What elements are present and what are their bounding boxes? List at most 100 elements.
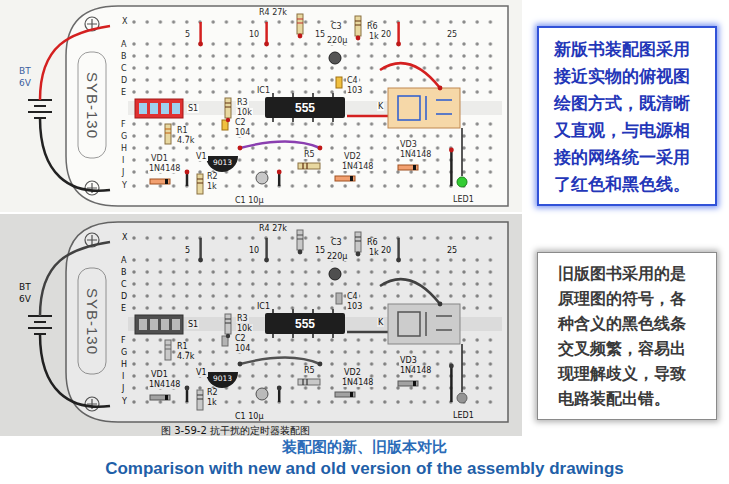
component-label: VD2 bbox=[343, 152, 362, 161]
component-label: VD3 bbox=[399, 140, 418, 149]
component-label: D bbox=[120, 76, 128, 85]
component-label: 5 bbox=[184, 246, 191, 255]
component-label: S1 bbox=[187, 104, 199, 113]
component-label: C bbox=[120, 280, 128, 289]
breadboard-panel: SYB-130 555 bbox=[66, 6, 508, 206]
component-label: 6V bbox=[18, 78, 32, 88]
component-label: X bbox=[121, 17, 128, 26]
chip-name: 555 bbox=[295, 101, 315, 115]
board-model: SYB-130 bbox=[84, 71, 101, 138]
component-label: 104 bbox=[234, 128, 251, 137]
component-label: 1k bbox=[206, 398, 218, 407]
component-label: IC1 bbox=[256, 86, 271, 95]
component-label: F bbox=[120, 120, 127, 129]
component-label: I bbox=[121, 156, 125, 165]
component-label: 1N4148 bbox=[148, 380, 181, 389]
component-label: F bbox=[120, 336, 127, 345]
component-label: I bbox=[121, 372, 125, 381]
component-label: D bbox=[120, 292, 128, 301]
component-label: R4 27k bbox=[258, 8, 288, 17]
component-label: R5 bbox=[303, 366, 316, 375]
figure-caption: 装配图的新、旧版本对比 bbox=[0, 438, 729, 457]
component-label: 1N4148 bbox=[341, 162, 374, 171]
ic-chip: 555 bbox=[265, 313, 345, 334]
component-label: B bbox=[120, 268, 128, 277]
component-label: R6 bbox=[366, 238, 379, 247]
component-label: R2 bbox=[206, 172, 219, 181]
component-label: R4 27k bbox=[258, 224, 288, 233]
component-label: R2 bbox=[206, 388, 219, 397]
component-label: 220μ bbox=[326, 252, 348, 261]
component-label: C2 bbox=[234, 118, 247, 127]
component-label: 10k bbox=[236, 324, 253, 333]
component-label: G bbox=[120, 348, 128, 357]
component-label: R6 bbox=[366, 22, 379, 31]
component-label: C bbox=[120, 64, 128, 73]
component-label: J bbox=[121, 384, 125, 393]
component-label: C4 bbox=[346, 76, 359, 85]
component-label: C1 10μ bbox=[234, 196, 265, 205]
component-label: VD2 bbox=[343, 368, 362, 377]
component-label: V1 bbox=[195, 368, 208, 377]
component-label: 1N4148 bbox=[341, 378, 374, 387]
component-label: C3 bbox=[330, 22, 343, 31]
component-label: 104 bbox=[234, 344, 251, 353]
component-label: 25 bbox=[446, 246, 458, 255]
component-label: C3 bbox=[330, 238, 343, 247]
component-label: E bbox=[120, 304, 127, 313]
component-label: 4.7k bbox=[176, 352, 195, 361]
component-label: R1 bbox=[176, 342, 189, 351]
component-label: 103 bbox=[346, 86, 363, 95]
board-model: SYB-130 bbox=[84, 287, 101, 354]
component-label: H bbox=[120, 360, 128, 369]
component-label: 5 bbox=[184, 30, 191, 39]
component-label: BT bbox=[18, 66, 32, 76]
component-label: R3 bbox=[236, 98, 249, 107]
component-label: 20 bbox=[380, 246, 392, 255]
component-label: K bbox=[377, 102, 384, 111]
chip-name: 555 bbox=[295, 317, 315, 331]
component-label: C2 bbox=[234, 334, 247, 343]
callout-text: 新版书装配图采用 接近实物的俯视图 绘图方式，既清晰 又直观，与电源相 接的网络… bbox=[554, 36, 700, 198]
component-label: VD3 bbox=[399, 356, 418, 365]
component-label: G bbox=[120, 132, 128, 141]
component-label: VD1 bbox=[150, 154, 169, 163]
component-label: 15 bbox=[314, 30, 326, 39]
component-label: LED1 bbox=[452, 411, 475, 420]
component-label: 1N4148 bbox=[148, 164, 181, 173]
component-label: 1k bbox=[368, 32, 380, 41]
component-label: A bbox=[120, 256, 127, 265]
component-label: J bbox=[121, 168, 125, 177]
component-label: 10k bbox=[236, 108, 253, 117]
component-label: V1 bbox=[195, 152, 208, 161]
component-label: 1N4148 bbox=[399, 366, 432, 375]
component-label: VD1 bbox=[150, 370, 169, 379]
component-label: 103 bbox=[346, 302, 363, 311]
callout-box: 新版书装配图采用 接近实物的俯视图 绘图方式，既清晰 又直观，与电源相 接的网络… bbox=[537, 26, 717, 206]
component-label: 6V bbox=[18, 294, 32, 304]
component-label: H bbox=[120, 144, 128, 153]
breadboard-panel: SYB-130 555 bbox=[66, 222, 508, 422]
component-label: 25 bbox=[446, 30, 458, 39]
component-label: 10 bbox=[248, 30, 260, 39]
component-label: R3 bbox=[236, 314, 249, 323]
figure-title: 图 3-59-2 抗干扰的定时器装配图 bbox=[160, 425, 311, 436]
callout-box: 旧版图书采用的是 原理图的符号，各 种含义的黑色线条 交叉频繁，容易出 现理解歧… bbox=[537, 252, 717, 420]
component-label: B bbox=[120, 52, 128, 61]
component-label: C4 bbox=[346, 292, 359, 301]
component-label: A bbox=[120, 40, 127, 49]
component-label: BT bbox=[18, 282, 32, 292]
ic-chip: 555 bbox=[265, 97, 345, 118]
component-label: C1 10μ bbox=[234, 412, 265, 421]
component-label: X bbox=[121, 233, 128, 242]
component-label: Y bbox=[121, 397, 128, 406]
component-label: 10 bbox=[248, 246, 260, 255]
component-label: 1k bbox=[368, 248, 380, 257]
component-label: 9013 bbox=[212, 374, 233, 383]
component-label: 9013 bbox=[212, 158, 233, 167]
component-label: 15 bbox=[314, 246, 326, 255]
callout-text: 旧版图书采用的是 原理图的符号，各 种含义的黑色线条 交叉频繁，容易出 现理解歧… bbox=[558, 261, 696, 411]
component-label: R5 bbox=[303, 150, 316, 159]
component-label: R1 bbox=[176, 126, 189, 135]
